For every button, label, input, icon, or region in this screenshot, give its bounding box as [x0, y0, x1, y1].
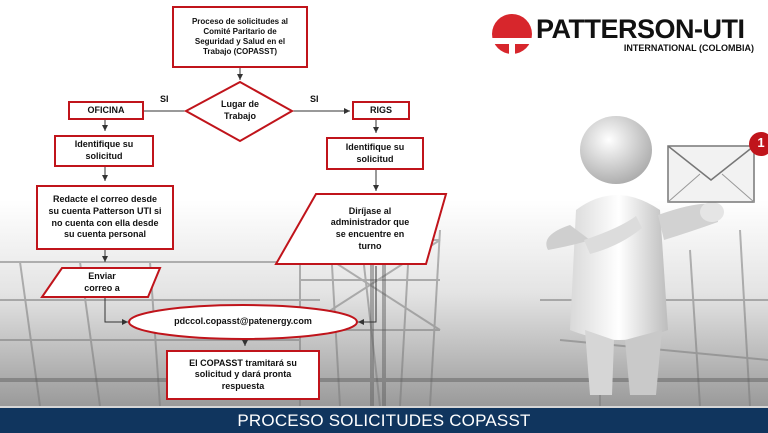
person-figure [546, 116, 724, 395]
brand-name: PATTERSON-UTI [536, 14, 745, 44]
go-admin-parallelogram [274, 193, 448, 265]
identify-request-rigs-box: Identifique su solicitud [326, 137, 424, 170]
send-email-parallelogram [40, 267, 162, 298]
notification-badge [749, 132, 768, 156]
envelope-icon [667, 145, 755, 203]
decision-label: Lugar de Trabajo [220, 99, 259, 121]
compose-email-box: Redacte el correo desde su cuenta Patter… [36, 185, 174, 250]
yes-right-label: SI [310, 94, 319, 104]
notification-count: 1 [757, 135, 765, 150]
office-box: OFICINA [68, 101, 144, 120]
footer-title: PROCESO SOLICITUDES COPASST [237, 410, 531, 430]
go-admin-text: Diríjase al administrador que se encuent… [330, 205, 410, 251]
email-ellipse [128, 304, 358, 340]
send-email-text: Enviar correo a [84, 270, 120, 293]
final-response-box: El COPASST tramitará su solicitud y dará… [166, 350, 320, 400]
logo-mark [492, 14, 532, 54]
rigs-box: RIGS [352, 101, 410, 120]
email-address-text: pdccol.copasst@patenergy.com [174, 316, 312, 327]
brand-subtitle: INTERNATIONAL (COLOMBIA) [623, 43, 754, 53]
start-process-box: Proceso de solicitudes al Comité Paritar… [172, 6, 308, 68]
yes-left-label: SI [160, 94, 169, 104]
decision-diamond [183, 80, 295, 143]
identify-request-office-box: Identifique su solicitud [54, 135, 154, 167]
company-logo: PATTERSON-UTI INTERNATIONAL (COLOMBIA) [490, 12, 760, 62]
footer-bar: PROCESO SOLICITUDES COPASST [0, 406, 768, 433]
